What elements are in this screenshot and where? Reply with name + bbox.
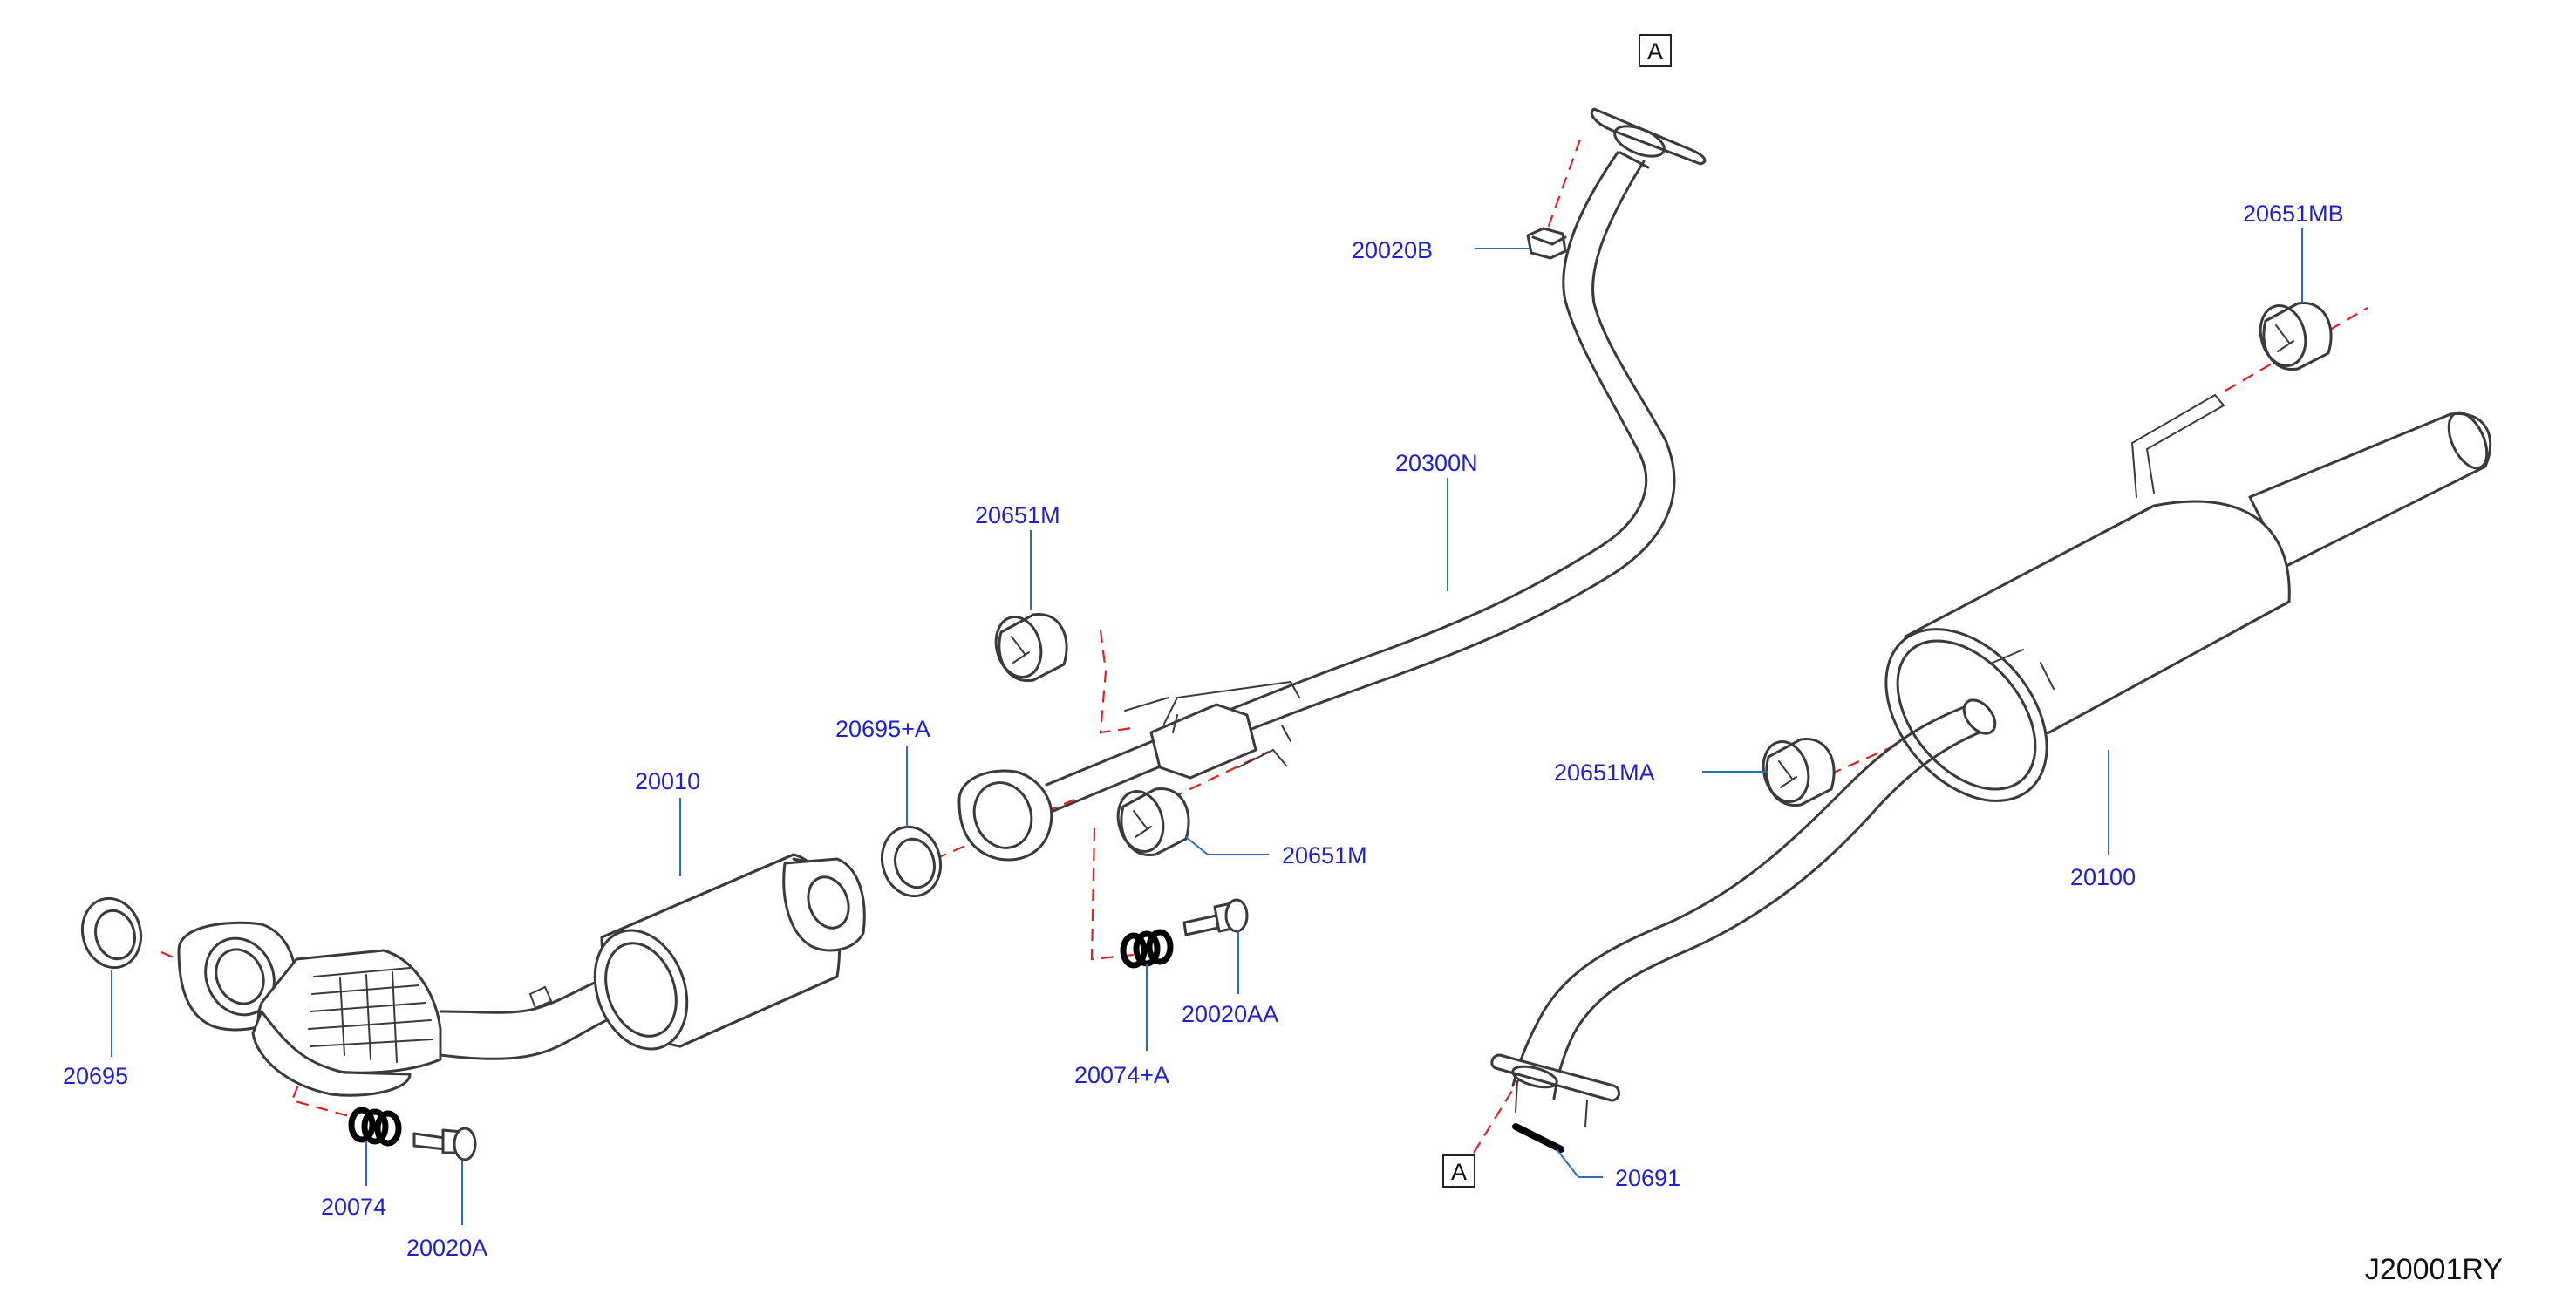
- callout-20651MA[interactable]: 20651MA: [1554, 759, 1655, 786]
- center-line-20020B: [1544, 139, 1582, 236]
- reference-mark-top: A: [1639, 34, 1672, 67]
- diagram-code: J20001RY: [2365, 1253, 2503, 1286]
- callout-20100[interactable]: 20100: [2070, 864, 2136, 890]
- spring-rings-20074A: [1120, 929, 1174, 969]
- center-line-rear-flange: [1473, 1079, 1520, 1154]
- rubber-hanger-20651MB: [2259, 302, 2333, 371]
- callout-20020A[interactable]: 20020A: [406, 1235, 487, 1261]
- nut-20020B: [1526, 227, 1567, 260]
- callout-20074[interactable]: 20074: [321, 1194, 386, 1220]
- leader-20691: [1556, 1148, 1603, 1178]
- reference-mark-bottom: A: [1442, 1154, 1475, 1188]
- center-line-20651M-top: [1099, 630, 1133, 734]
- reference-mark-top-text: A: [1647, 38, 1663, 65]
- spring-rings-20074: [348, 1107, 402, 1147]
- leader-lines: [111, 228, 2303, 1225]
- bolt-20020AA: [1182, 898, 1249, 936]
- rubber-hanger-20651M-mid: [1116, 787, 1190, 856]
- callout-20020B[interactable]: 20020B: [1352, 237, 1433, 263]
- reference-mark-bottom-text: A: [1451, 1159, 1467, 1185]
- callout-20651MB[interactable]: 20651MB: [2243, 201, 2344, 227]
- center-pipe-20300N: [957, 107, 1707, 862]
- center-line-20074A: [1090, 827, 1135, 961]
- callout-20695A[interactable]: 20695+A: [835, 716, 930, 742]
- callout-20010[interactable]: 20010: [635, 768, 700, 794]
- leader-20651M-mid: [1185, 836, 1269, 855]
- part-callouts: 20020B 20300N 20651M 20695+A 20010 20695…: [63, 201, 2344, 1261]
- rubber-hanger-20651M-top: [994, 613, 1068, 682]
- catalytic-converter-20010: [177, 853, 866, 1097]
- gasket-20691: [1512, 1123, 1564, 1153]
- callout-20651M-mid[interactable]: 20651M: [1282, 842, 1367, 868]
- gasket-20695: [80, 896, 143, 970]
- callout-20695[interactable]: 20695: [63, 1063, 128, 1089]
- callout-20020AA[interactable]: 20020AA: [1182, 1001, 1278, 1027]
- muffler-20100: [1490, 393, 2492, 1127]
- callout-20300N[interactable]: 20300N: [1395, 450, 1478, 476]
- callout-20074A[interactable]: 20074+A: [1074, 1062, 1169, 1088]
- callout-20651M-top[interactable]: 20651M: [975, 502, 1060, 528]
- callout-20691[interactable]: 20691: [1615, 1165, 1680, 1191]
- gasket-20695A: [880, 825, 943, 898]
- rubber-hanger-20651MA: [1762, 738, 1836, 807]
- bolt-20020A: [412, 1127, 477, 1161]
